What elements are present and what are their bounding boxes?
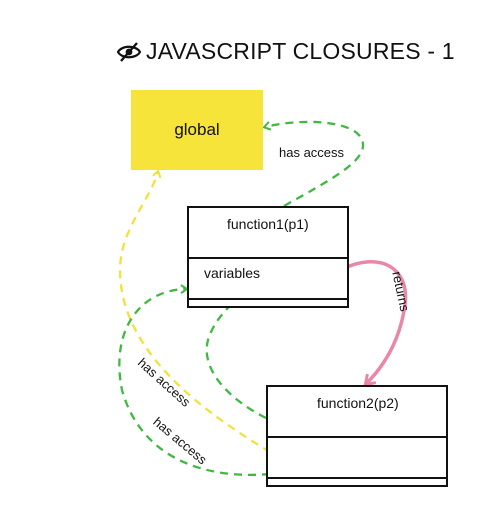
edge-function1-returns-function2 [339, 259, 408, 384]
function2-label: function2(p2) [317, 395, 399, 411]
function1-box: function1(p1) variables [187, 206, 349, 308]
function2-box: function2(p2) [266, 385, 448, 487]
edge-function1-to-global [262, 120, 365, 208]
function2-body-row [268, 436, 446, 479]
function1-header-row [189, 208, 347, 259]
function1-variables-label: variables [204, 265, 261, 281]
edge-function2-to-global [118, 169, 271, 453]
header: JAVASCRIPT CLOSURES - 1 [116, 38, 455, 65]
function1-variables-row [189, 257, 347, 300]
function2-header-row [268, 387, 446, 438]
eye-slash-icon [116, 41, 142, 62]
global-scope-box: global [131, 90, 263, 170]
global-label: global [174, 120, 220, 139]
function1-label: function1(p1) [227, 216, 309, 232]
page-title: JAVASCRIPT CLOSURES - 1 [146, 38, 455, 64]
edge-function2-to-function1-outer [118, 284, 271, 476]
edge-label-function1-global: has access [279, 145, 345, 160]
